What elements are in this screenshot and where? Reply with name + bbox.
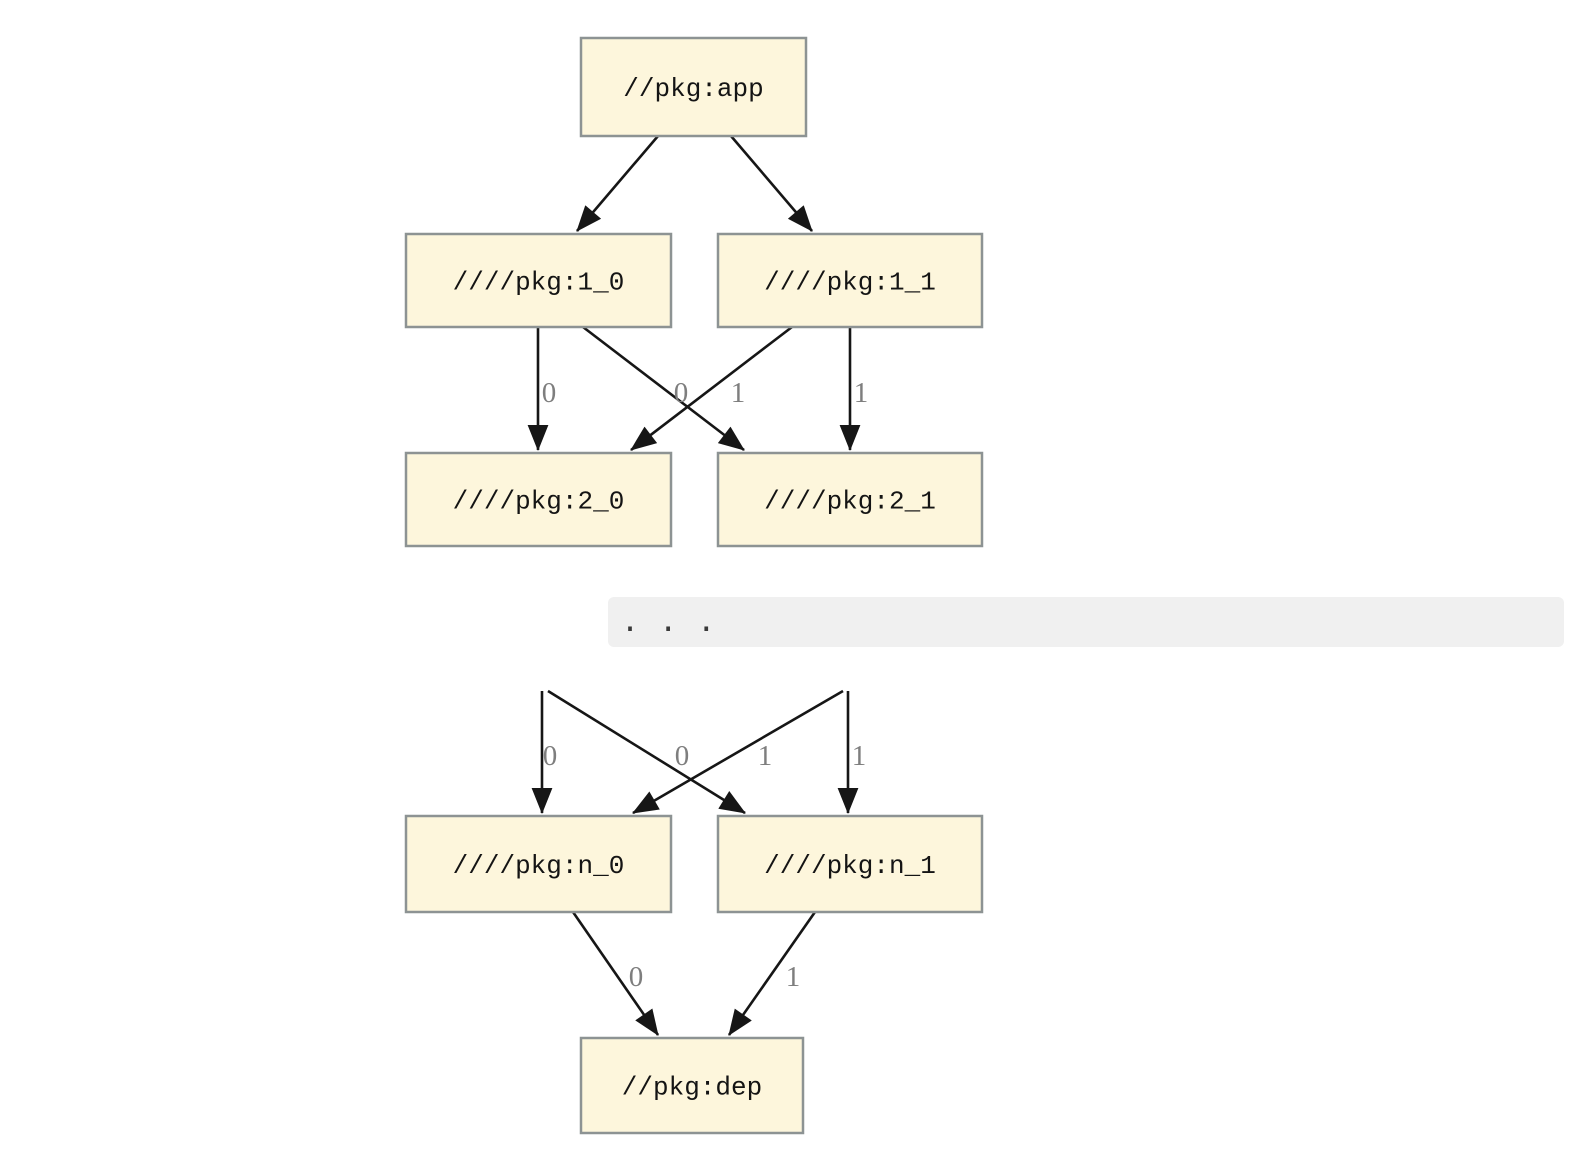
edge-label-ellipsis0-to-n_0: 0 xyxy=(543,740,558,772)
edge-labels-layer: 0 0 1 1 0 0 1 1 0 1 xyxy=(542,377,869,993)
node-label-dep: //pkg:dep xyxy=(622,1073,762,1103)
nodes-layer: //pkg:app ////pkg:1_0 ////pkg:1_1 ////pkg:2… xyxy=(404,36,984,1135)
edge-ellipsis0-to-n_1 xyxy=(547,689,746,815)
edge-label-1_0-to-2_1: 0 xyxy=(674,377,689,409)
node-box-n_0 xyxy=(404,814,673,914)
graph-node-1_0: ////pkg:1_0 xyxy=(404,232,673,329)
node-label-1_0: ////pkg:1_0 xyxy=(453,268,625,298)
ellipsis-text: . . . xyxy=(621,604,717,639)
node-box-app xyxy=(579,36,808,138)
graph-node-app: //pkg:app xyxy=(579,36,808,138)
edge-label-ellipsis1-to-n_1: 1 xyxy=(852,740,867,772)
edge-label-n_1-to-dep: 1 xyxy=(786,961,801,993)
graph-node-2_1: ////pkg:2_1 xyxy=(716,451,984,548)
node-label-app: //pkg:app xyxy=(623,74,763,104)
edge-label-ellipsis0-to-n_1: 0 xyxy=(675,740,690,772)
graph-node-n_1: ////pkg:n_1 xyxy=(716,814,984,914)
edge-label-ellipsis1-to-n_0: 1 xyxy=(758,740,773,772)
node-label-2_1: ////pkg:2_1 xyxy=(764,487,936,517)
node-box-2_0 xyxy=(404,451,673,548)
edge-1_1-to-2_0 xyxy=(630,325,793,452)
node-box-1_1 xyxy=(716,232,984,329)
graph-node-dep: //pkg:dep xyxy=(579,1036,805,1135)
node-box-1_0 xyxy=(404,232,673,329)
graph-node-n_0: ////pkg:n_0 xyxy=(404,814,673,914)
node-label-n_1: ////pkg:n_1 xyxy=(764,851,936,881)
node-box-n_1 xyxy=(716,814,984,914)
node-box-2_1 xyxy=(716,451,984,548)
node-label-1_1: ////pkg:1_1 xyxy=(764,268,936,298)
edges-layer xyxy=(527,135,861,1036)
edge-app-to-1_0 xyxy=(576,135,659,232)
edge-n_0-to-dep xyxy=(571,911,660,1036)
edge-app-to-1_1 xyxy=(730,135,813,232)
edge-label-1_1-to-2_1: 1 xyxy=(854,377,869,409)
node-label-2_0: ////pkg:2_0 xyxy=(453,487,625,517)
node-box-dep xyxy=(579,1036,805,1135)
ellipsis-code-block: . . . xyxy=(608,597,1564,647)
edge-n_1-to-dep xyxy=(727,911,817,1036)
edge-label-1_0-to-2_0: 0 xyxy=(542,377,557,409)
edge-1_0-to-2_1 xyxy=(582,325,745,452)
node-label-n_0: ////pkg:n_0 xyxy=(453,851,625,881)
graph-node-1_1: ////pkg:1_1 xyxy=(716,232,984,329)
edge-label-n_0-to-dep: 0 xyxy=(629,961,644,993)
edge-label-1_1-to-2_0: 1 xyxy=(731,377,746,409)
edge-ellipsis1-to-n_0 xyxy=(632,689,844,815)
graph-node-2_0: ////pkg:2_0 xyxy=(404,451,673,548)
